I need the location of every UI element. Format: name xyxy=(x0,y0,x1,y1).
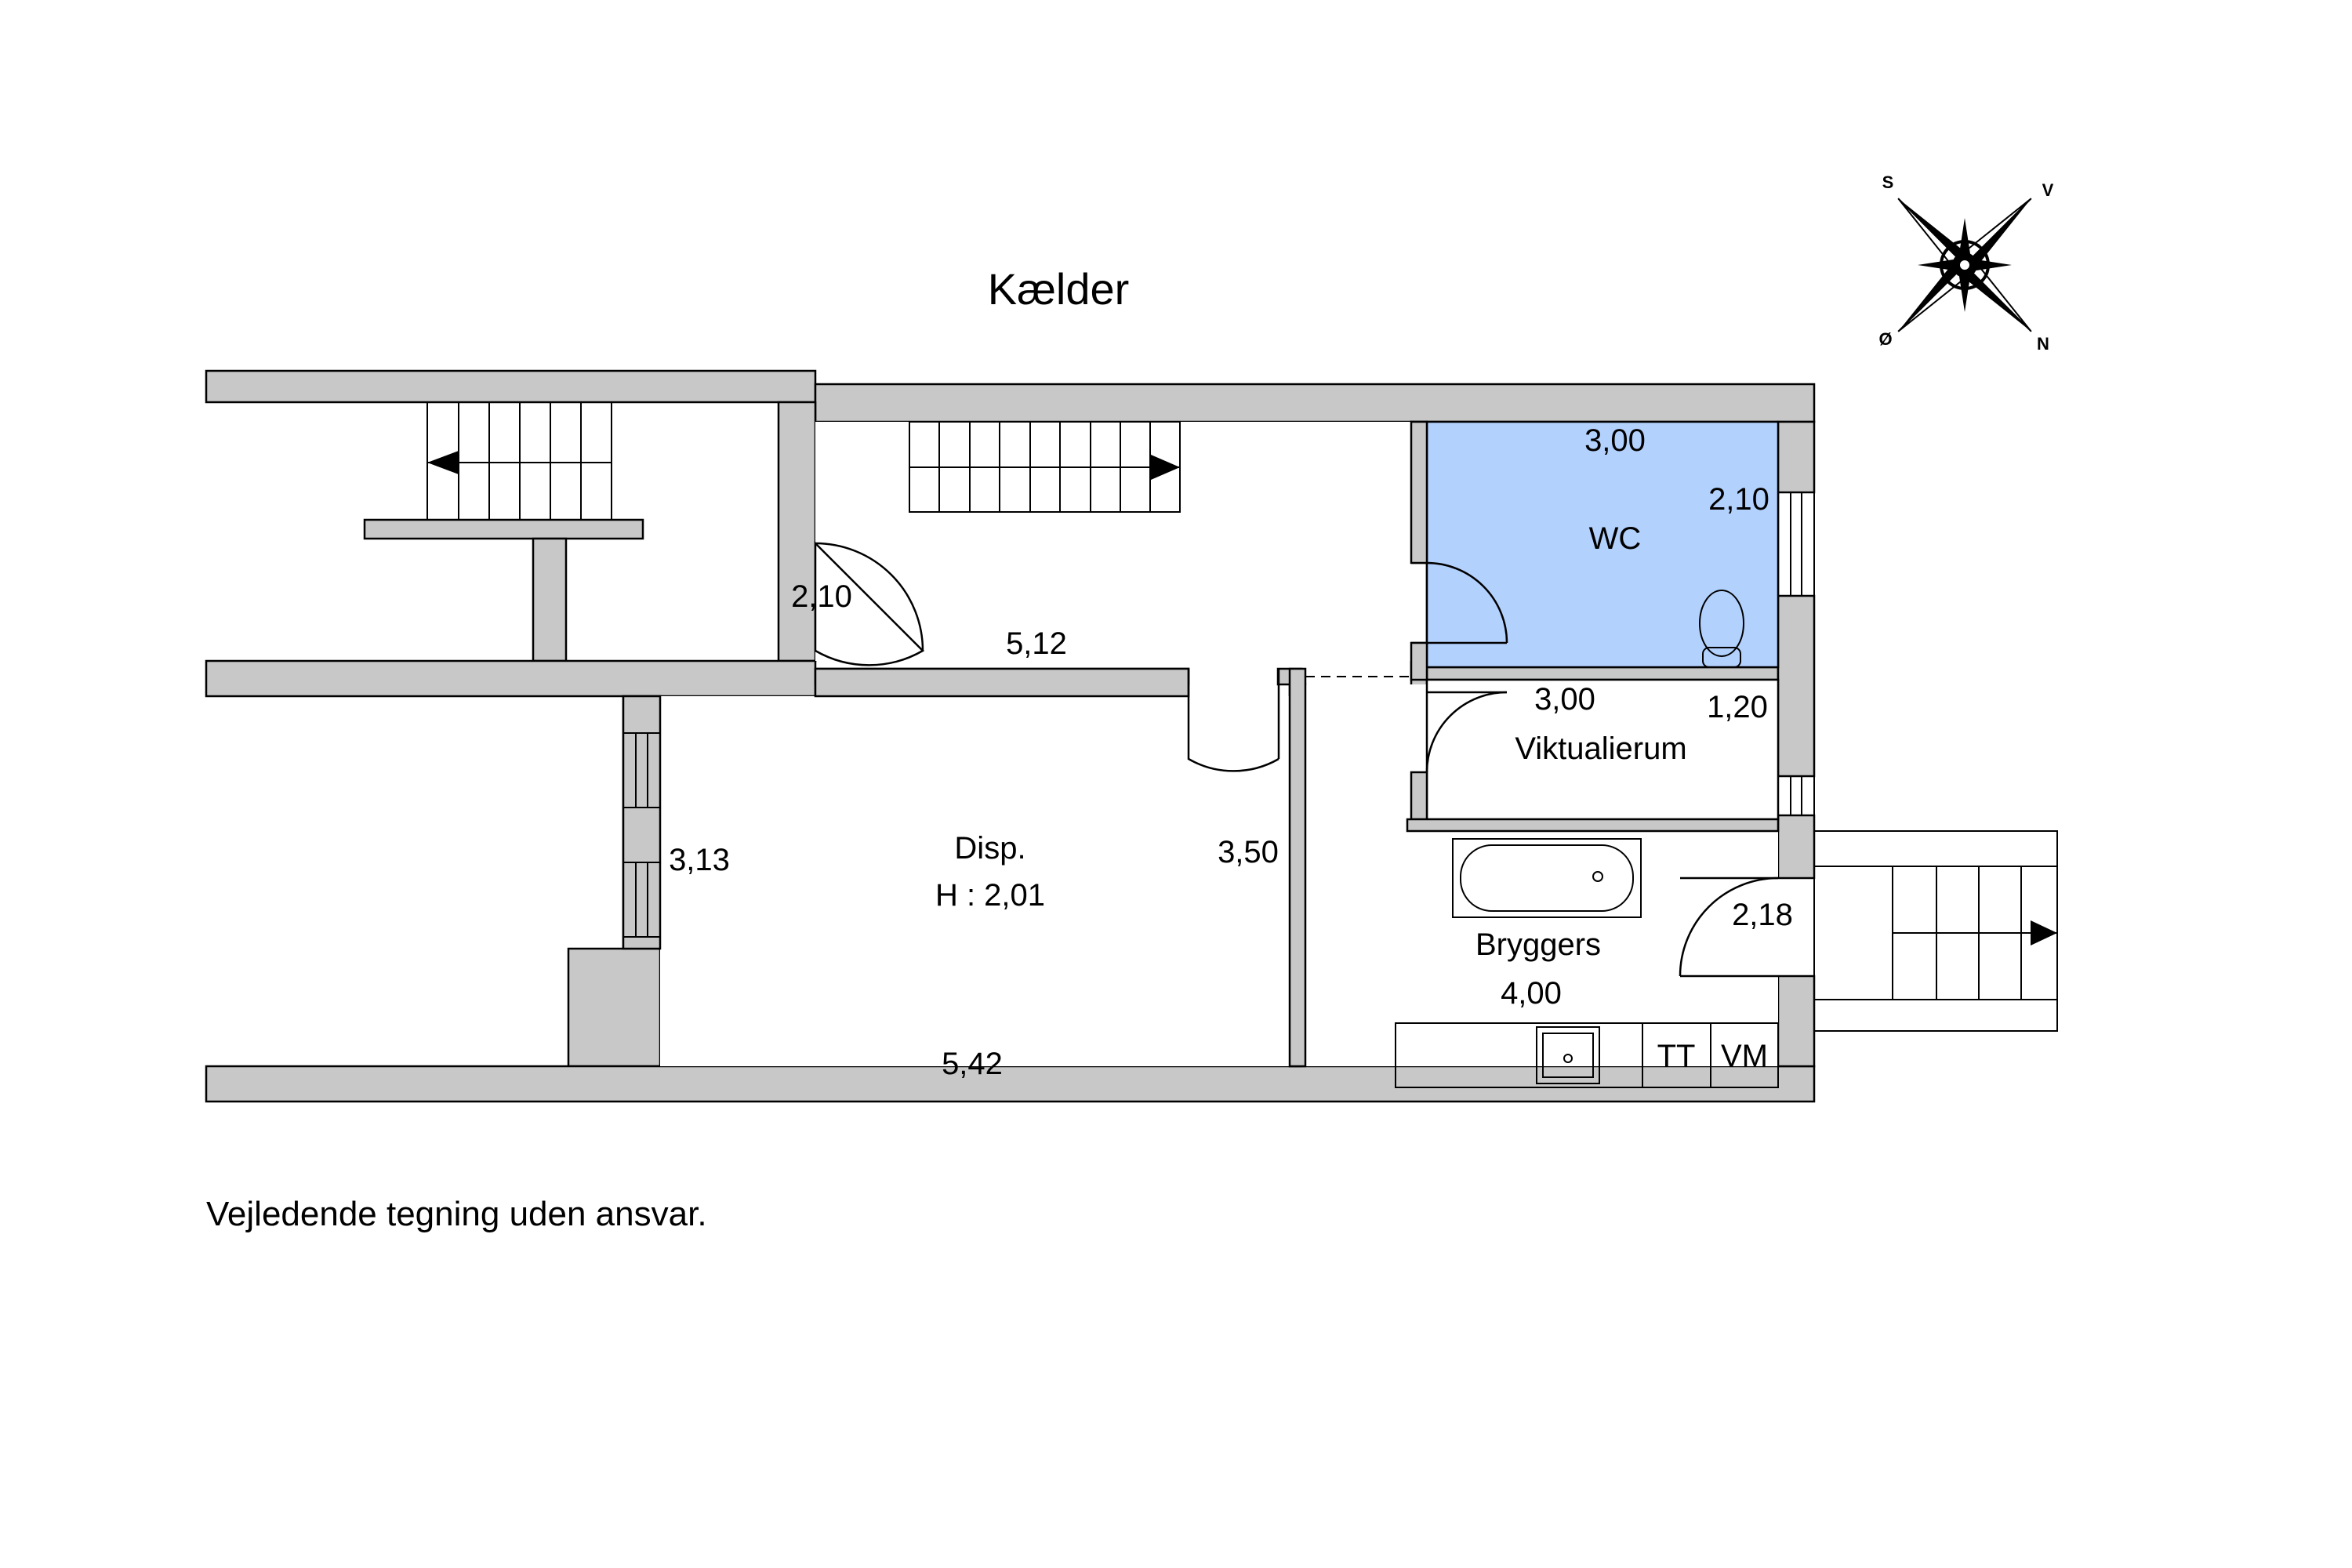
room-label-wc: WC xyxy=(1589,521,1642,556)
dim-disp-depth-right: 3,50 xyxy=(1218,835,1279,869)
room-label-bryggers: Bryggers xyxy=(1475,927,1601,962)
compass-icon xyxy=(1897,198,2032,332)
stairs-left xyxy=(426,401,612,521)
room-height-disp: H : 2,01 xyxy=(935,878,1045,913)
compass-label-s: S xyxy=(1882,172,1894,192)
windows xyxy=(622,492,1815,938)
disclaimer: Vejledende tegning uden ansvar. xyxy=(206,1195,707,1233)
dim-wc-depth: 2,10 xyxy=(1708,482,1769,517)
fixture-label-tt: TT xyxy=(1657,1039,1696,1073)
room-label-disp: Disp. xyxy=(954,831,1025,866)
doors xyxy=(814,540,1779,978)
dim-viktualierum-depth: 1,20 xyxy=(1707,690,1768,724)
viktualierum-floor xyxy=(1425,678,1780,821)
sink-icon xyxy=(1536,1026,1600,1084)
kitchen-counter xyxy=(1395,1022,1779,1088)
fixture-label-vm: VM xyxy=(1721,1039,1768,1073)
toilet-icon xyxy=(1699,590,1744,668)
hallway-floor xyxy=(815,422,1411,661)
dim-bryggers-width: 4,00 xyxy=(1501,976,1562,1011)
compass-label-v: V xyxy=(2042,180,2054,200)
dim-stair-hall-depth: 2,10 xyxy=(791,579,852,614)
dim-disp-depth-left: 3,13 xyxy=(669,843,730,877)
stairs-exterior xyxy=(1813,830,2058,1032)
compass-label-o: Ø xyxy=(1878,329,1892,349)
stairs-hallway xyxy=(909,421,1181,513)
disp-floor xyxy=(660,696,1290,1066)
compass-label-n: N xyxy=(2037,334,2049,354)
wc-floor xyxy=(1425,420,1780,669)
room-label-viktualierum: Viktualierum xyxy=(1515,731,1686,766)
bathtub-icon xyxy=(1452,838,1642,918)
dim-bryggers-depth: 2,18 xyxy=(1732,898,1793,932)
dim-disp-width-top: 5,12 xyxy=(1006,626,1067,661)
dim-wc-width: 3,00 xyxy=(1584,423,1646,458)
dim-disp-width-bottom: 5,42 xyxy=(942,1047,1003,1081)
dim-viktualierum-width: 3,00 xyxy=(1534,682,1595,717)
wall-outlines xyxy=(622,420,1780,1068)
floor-title: Kælder xyxy=(988,264,1130,314)
